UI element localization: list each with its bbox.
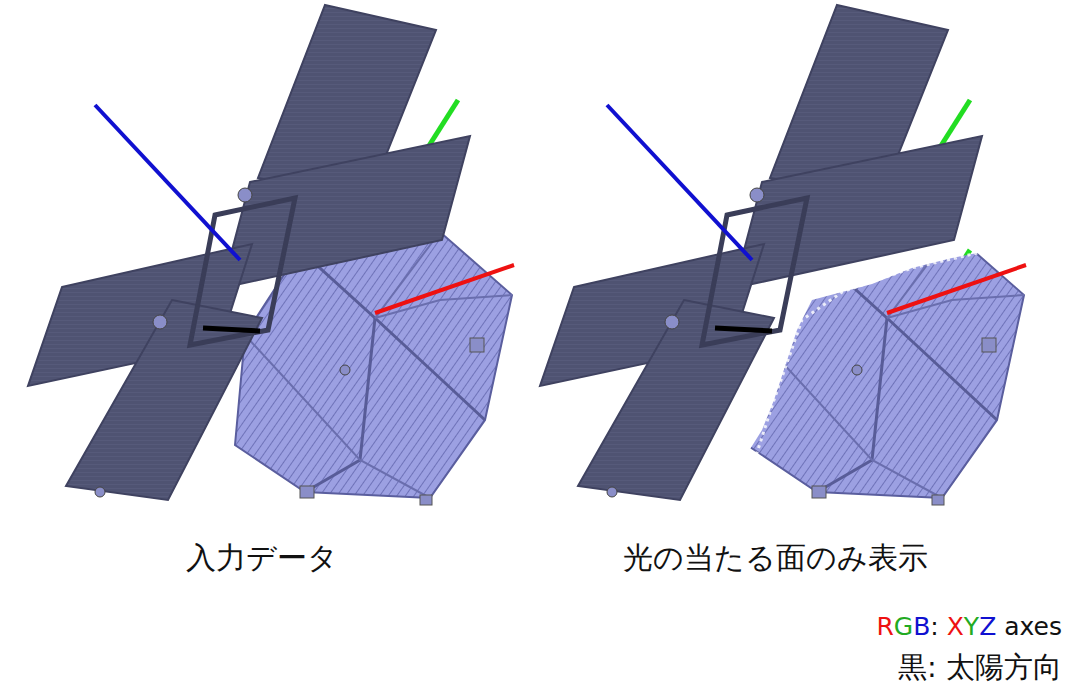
input-satellite [28,5,514,505]
caption-label: 入力データ [186,540,338,576]
lit-satellite [540,5,1026,505]
satellite-illustration [0,0,1074,520]
caption-label: 光の当たる面のみ表示 [623,540,928,576]
sun-legend-note: 黒: 太陽方向 [898,650,1062,685]
axes-legend-note: RGB: XYZ axes [876,612,1062,642]
